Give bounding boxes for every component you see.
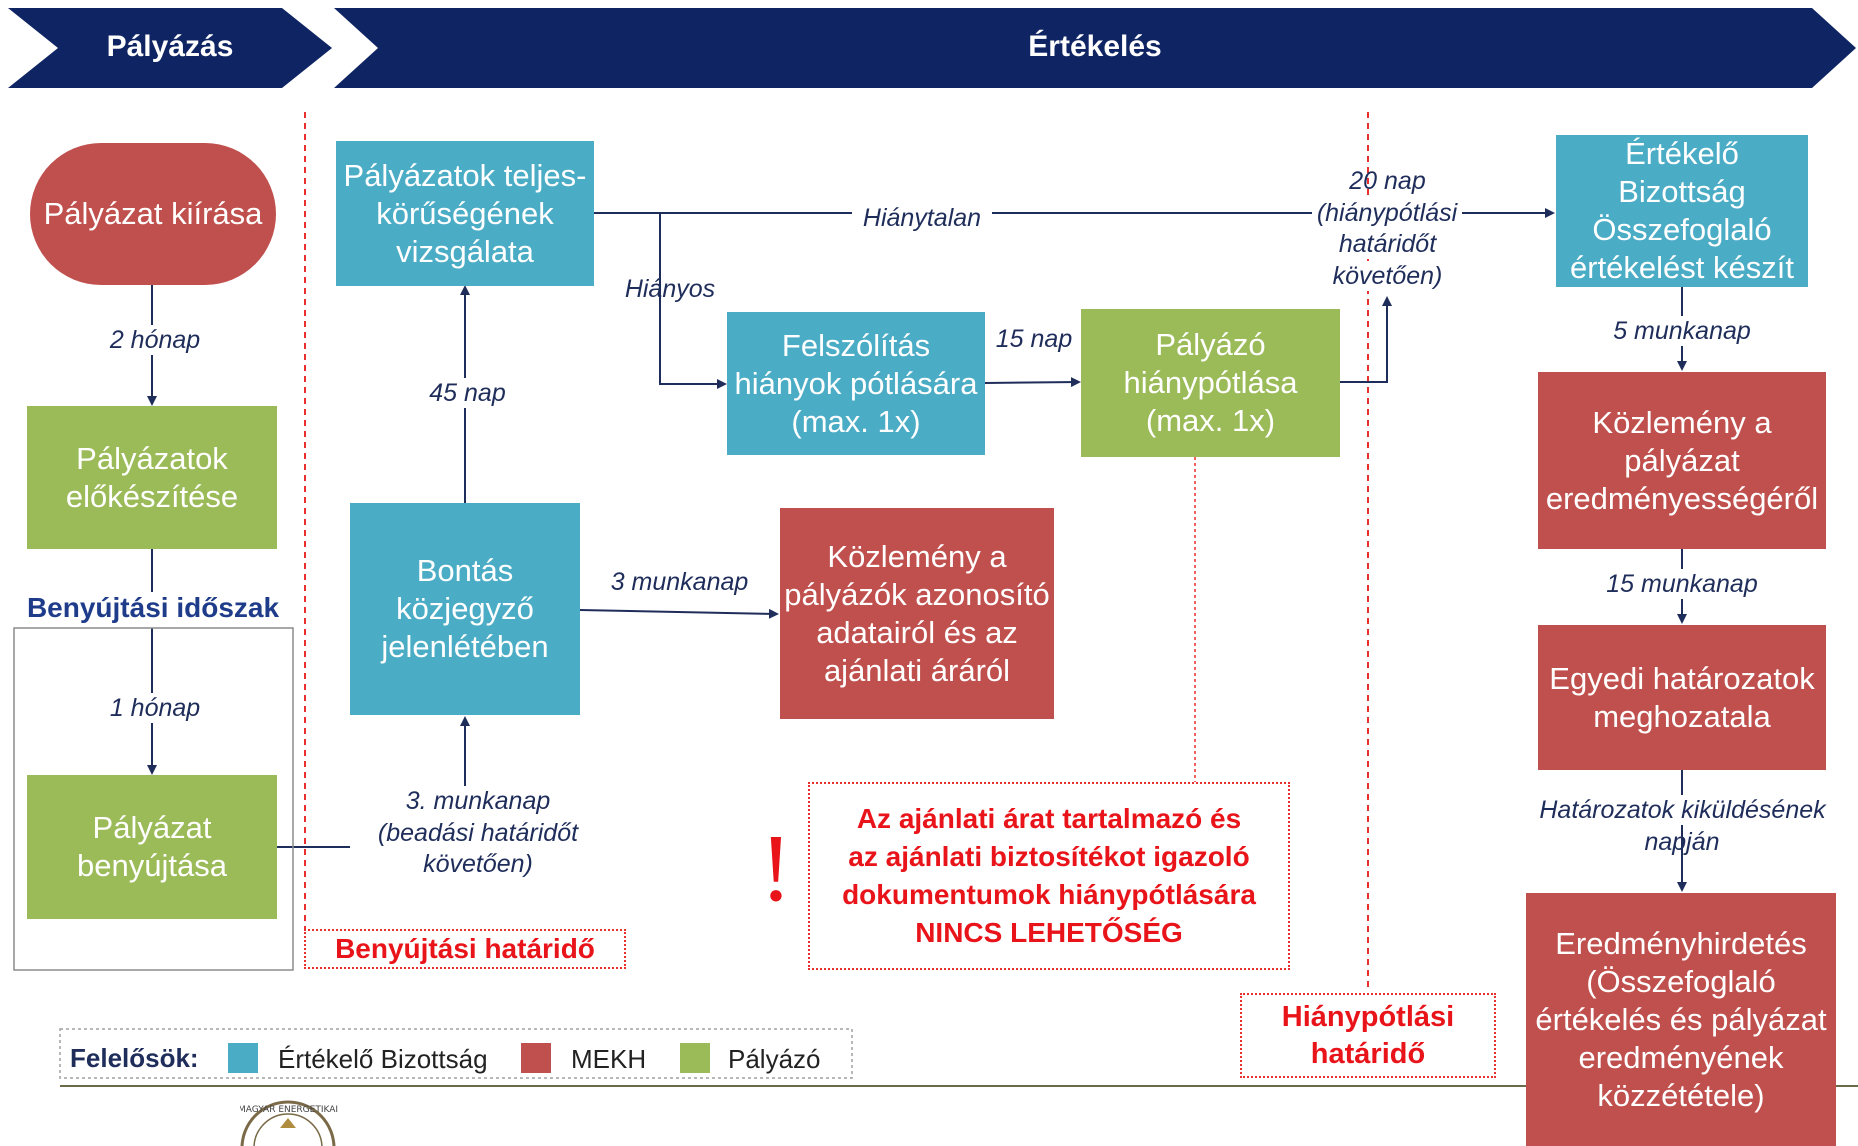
warning-line3: dokumentumok hiánypótlására [842, 879, 1256, 910]
deadline-hianypotlasi-line2: határidő [1310, 1037, 1426, 1070]
legend-label-mekh: MEKH [571, 1044, 647, 1074]
label-3-munkanap-line3: követően) [408, 849, 548, 879]
label-3-munkanap-line1: 3. munkanap [378, 786, 578, 816]
box-bontas: Bontás közjegyző jelenlétében [350, 503, 580, 715]
box-kozlemeny-azonosito: Közlemény a pályázók azonosító adatairól… [780, 508, 1054, 719]
phase-chevron-ertekeles [334, 8, 1856, 88]
label-kikuldes-line1: Határozatok kiküldésének [1525, 795, 1840, 825]
box-palyazatok-elokeszitese: Pályázatok előkészítése [27, 406, 277, 549]
warning-no-hianypotlas: Az ajánlati árat tartalmazó és az ajánla… [808, 782, 1290, 970]
warning-line4: NINCS LEHETŐSÉG [915, 917, 1183, 948]
box-palyazo-hianypotlasa: Pályázó hiánypótlása (max. 1x) [1081, 309, 1340, 457]
label-hianytalan: Hiánytalan [852, 203, 992, 233]
label-45-nap: 45 nap [420, 378, 515, 408]
label-20-nap-line1: 20 nap [1349, 167, 1426, 195]
header-chevrons [8, 8, 1856, 88]
deadline-hianypotlasi-line1: Hiánypótlási [1281, 1000, 1455, 1033]
label-1-honap: 1 hónap [100, 693, 210, 723]
label-kikuldes-line2: napján [1644, 828, 1720, 856]
box-kozlemeny-eredmenyesseg: Közlemény a pályázat eredményességéről [1538, 372, 1826, 549]
label-20-nap-line4: követően) [1325, 261, 1450, 291]
legend-swatch-palyazo [680, 1043, 710, 1073]
phase-palyazas-label: Pályázás [106, 30, 234, 63]
box-osszefoglalo-ertekeles: Értékelő Bizottság Összefoglaló értékelé… [1556, 135, 1808, 287]
legend-frame [59, 1028, 853, 1079]
box-palyazat-kiirasa: Pályázat kiírása [30, 143, 276, 285]
warning-line1: Az ajánlati árat tartalmazó és [856, 803, 1242, 834]
box-teljeskoruseg-vizsgalata: Pályázatok teljes-körűségének vizsgálata [336, 141, 594, 286]
deadline-benyujtasi-hatarido: Benyújtási határidő [304, 929, 626, 969]
box-eredmenyhirdetes: Eredményhirdetés (Összefoglaló értékelés… [1526, 893, 1836, 1146]
label-hianyos: Hiányos [624, 275, 716, 303]
label-5-munkanap: 5 munkanap [1606, 316, 1758, 346]
deadline-hianypotlasi-hatarido: Hiánypótlási határidő [1240, 993, 1496, 1078]
legend-swatch-ertekelo [228, 1043, 258, 1073]
label-3-munkanap-line2: (beadási határidőt [368, 818, 588, 848]
box-felszolitas: Felszólítás hiányok pótlására (max. 1x) [727, 312, 985, 455]
legend-swatch-mekh [521, 1043, 551, 1073]
legend-label-palyazo: Pályázó [728, 1044, 821, 1074]
seal-logo-icon: MAGYAR ENERGETIKAI [240, 1100, 338, 1146]
label-benyujtasi-idoszak: Benyújtási időszak [18, 592, 288, 624]
phase-chevron-palyazas [8, 8, 332, 88]
label-3-munkanap-kozlemeny: 3 munkanap [610, 568, 749, 596]
label-15-munkanap: 15 munkanap [1598, 569, 1766, 599]
box-palyazat-benyujtasa: Pályázat benyújtása [27, 775, 277, 919]
deadline-benyujtasi-text: Benyújtási határidő [335, 933, 595, 964]
exclamation-icon: ! [760, 814, 792, 921]
warning-line2: az ajánlati biztosítékot igazoló [848, 841, 1250, 872]
logo-text: MAGYAR ENERGETIKAI [240, 1105, 338, 1115]
label-20-nap-line2: (hiánypótlási [1312, 198, 1462, 228]
label-15-nap: 15 nap [995, 325, 1073, 353]
box-egyedi-hatarozatok: Egyedi határozatok meghozatala [1538, 625, 1826, 770]
label-2-honap: 2 hónap [100, 325, 210, 355]
label-20-nap-line3: határidőt [1330, 229, 1445, 259]
phase-ertekeles-label: Értékelés [1028, 30, 1162, 63]
benyujtasi-idoszak-frame [13, 627, 294, 971]
legend-label-ertekelo: Értékelő Bizottság [278, 1044, 488, 1074]
legend-title: Felelősök: [70, 1043, 199, 1073]
